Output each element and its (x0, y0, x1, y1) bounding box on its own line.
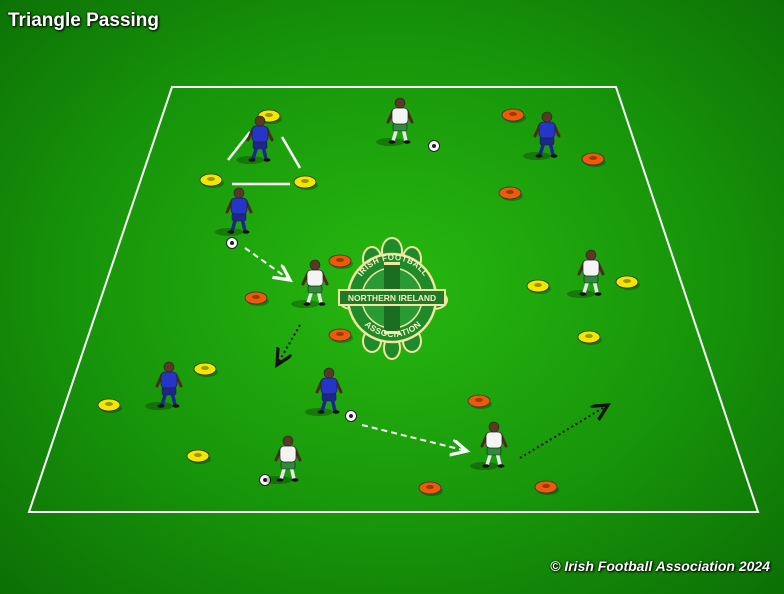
football (226, 237, 238, 249)
yellow-cone (199, 173, 224, 188)
orange-cone (244, 291, 269, 306)
yellow-cone (97, 398, 122, 413)
run-arrow-1 (277, 324, 301, 365)
white-team-player (567, 249, 605, 298)
blue-team-player (145, 361, 183, 410)
orange-cone (328, 328, 353, 343)
logo-text-middle: NORTHERN IRELAND (348, 293, 436, 303)
orange-cone (534, 480, 559, 495)
blue-team-player (523, 111, 561, 160)
blue-team-player (305, 367, 343, 416)
diagram-title: Triangle Passing (8, 10, 159, 31)
orange-cone (418, 481, 443, 496)
passing-triangle (227, 131, 302, 186)
players (145, 97, 605, 484)
yellow-cone (526, 279, 551, 294)
pass-arrow-2 (361, 424, 467, 451)
pass-arrow-1 (244, 247, 290, 280)
orange-cone (498, 186, 523, 201)
orange-cone (328, 254, 353, 269)
orange-cone (501, 108, 526, 123)
white-team-player (291, 259, 329, 308)
balls (226, 140, 440, 486)
orange-cone (467, 394, 492, 409)
white-team-player (470, 421, 508, 470)
football (345, 410, 357, 422)
yellow-cone (293, 175, 318, 190)
orange-cone (581, 152, 606, 167)
blue-team-player (215, 187, 253, 236)
cones (97, 108, 640, 496)
white-team-player (264, 435, 302, 484)
yellow-cone (193, 362, 218, 377)
yellow-cone (577, 330, 602, 345)
pitch-boundary (27, 86, 760, 513)
yellow-cone (186, 449, 211, 464)
yellow-cone (615, 275, 640, 290)
ifa-logo: NORTHERN IRELAND IRISH FOOTBALL ASSOCIAT… (338, 237, 448, 360)
football (428, 140, 440, 152)
run-arrow-2 (519, 405, 608, 459)
football (259, 474, 271, 486)
copyright-notice: © Irish Football Association 2024 (550, 558, 770, 574)
white-team-player (376, 97, 414, 146)
blue-team-player (236, 115, 274, 164)
